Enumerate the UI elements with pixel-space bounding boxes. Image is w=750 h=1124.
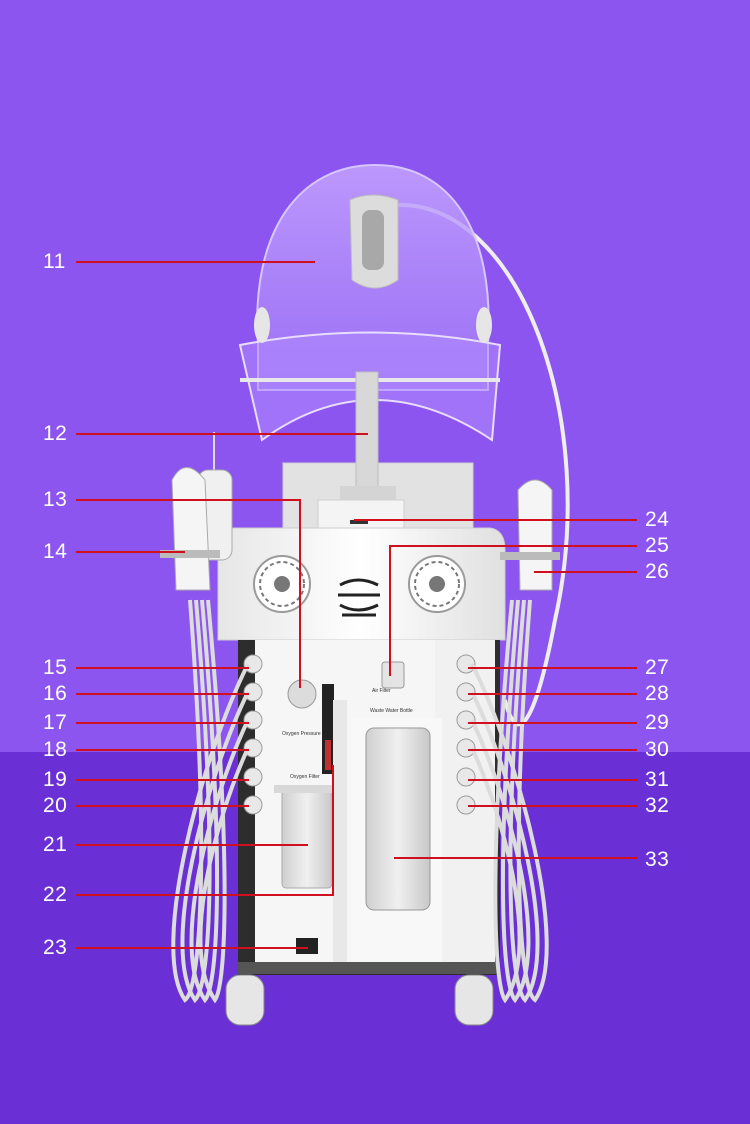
left-handpieces: [160, 432, 233, 591]
callout-30: 30: [645, 738, 670, 761]
callout-25: 25: [645, 534, 670, 557]
left-ports: [243, 654, 263, 815]
left-fan: [253, 555, 311, 613]
callout-12: 12: [43, 422, 68, 445]
callout-14: 14: [43, 540, 68, 563]
callout-20: 20: [43, 794, 68, 817]
right-fan: [408, 555, 466, 613]
callout-26: 26: [645, 560, 670, 583]
callout-13: 13: [43, 488, 68, 511]
callout-33: 33: [645, 848, 670, 871]
callout-24: 24: [645, 508, 670, 531]
power-switch: [296, 938, 318, 954]
callout-23: 23: [43, 936, 68, 959]
air-filter: [381, 661, 405, 689]
waste-water-bottle: [365, 727, 431, 911]
leader-25: [389, 545, 637, 676]
air-filter-label: Air Filter: [372, 688, 391, 694]
callout-31: 31: [645, 768, 670, 791]
right-handpiece: [500, 479, 560, 591]
callout-21: 21: [43, 833, 68, 856]
head-unit: [317, 499, 405, 531]
callout-11: 11: [43, 250, 66, 273]
callout-15: 15: [43, 656, 68, 679]
callout-29: 29: [645, 711, 670, 734]
callout-32: 32: [645, 794, 670, 817]
oxygen-pressure-label: Oxygen Pressure: [282, 731, 321, 737]
callout-27: 27: [645, 656, 670, 679]
waste-bottle-label: Waste Water Bottle: [370, 708, 413, 714]
right-ports: [456, 654, 476, 815]
callout-22: 22: [43, 883, 68, 906]
right-wheel: [454, 974, 494, 1026]
leader-lines: [76, 261, 637, 949]
callout-17: 17: [43, 711, 68, 734]
callout-16: 16: [43, 682, 68, 705]
pole: [355, 371, 379, 493]
dome-side-left: [254, 307, 270, 343]
left-wheel: [225, 974, 265, 1026]
callout-19: 19: [43, 768, 68, 791]
base: [238, 962, 500, 974]
oxygen-filter-bottle: [281, 789, 333, 889]
leader-13: [76, 499, 301, 688]
oxygen-filter-label: Oxygen Filter: [290, 774, 320, 780]
oxygen-pressure-knob: [287, 679, 317, 709]
callout-28: 28: [645, 682, 670, 705]
callout-18: 18: [43, 738, 68, 761]
left-hoses: [171, 599, 250, 1004]
right-cable: [394, 202, 570, 727]
leader-22: [76, 765, 334, 896]
dome-side-right: [476, 307, 492, 343]
center-vent: [338, 578, 380, 617]
